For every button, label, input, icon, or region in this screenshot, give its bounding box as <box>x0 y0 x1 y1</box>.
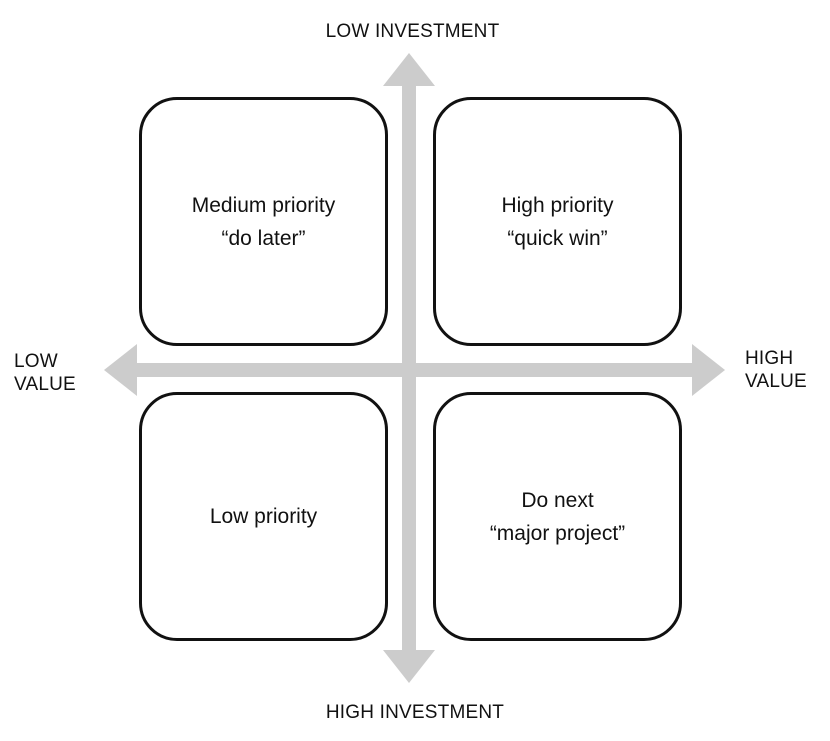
quadrant-title: Medium priority <box>191 193 336 217</box>
axis-label-low-investment: LOW INVESTMENT <box>0 20 825 43</box>
quadrant-title: Do next <box>521 488 594 512</box>
arrow-left-icon <box>104 344 137 396</box>
axis-label-top-text: LOW INVESTMENT <box>325 21 500 42</box>
quadrant-medium-priority: Medium priority “do later” <box>139 97 388 346</box>
quadrant-subtitle: “major project” <box>489 521 626 545</box>
axis-label-right-line-2: VALUE <box>745 371 807 392</box>
quadrant-high-priority: High priority “quick win” <box>433 97 682 346</box>
axis-label-high-value: HIGH VALUE <box>745 347 807 393</box>
arrow-down-icon <box>383 650 435 683</box>
axis-label-left-line-1: LOW <box>14 351 58 372</box>
horizontal-axis-shaft <box>128 363 700 377</box>
quadrant-title: Low priority <box>209 505 318 528</box>
quadrant-do-next: Do next “major project” <box>433 392 682 641</box>
axis-label-low-value: LOW VALUE <box>14 350 76 396</box>
arrow-up-icon <box>383 53 435 86</box>
quadrant-title: High priority <box>501 193 614 217</box>
quadrant-low-priority: Low priority <box>139 392 388 641</box>
axis-label-high-investment: HIGH INVESTMENT <box>0 701 830 724</box>
quadrant-subtitle: “do later” <box>221 226 306 250</box>
axis-label-bottom-text: HIGH INVESTMENT <box>325 702 505 723</box>
axis-label-right-line-1: HIGH <box>745 348 794 369</box>
quadrant-subtitle: “quick win” <box>507 226 608 250</box>
axis-label-left-line-2: VALUE <box>14 374 76 395</box>
arrow-right-icon <box>692 344 725 396</box>
